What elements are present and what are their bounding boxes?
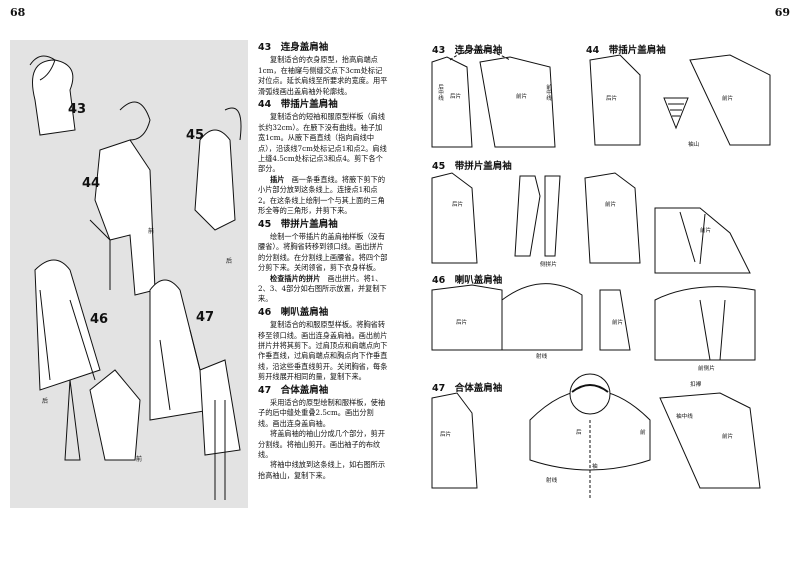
label-front-piece-46: 前片 — [612, 320, 624, 326]
label-back-piece-43: 后片 — [450, 94, 462, 100]
section-title-43: 43 连身盖肩袖 — [258, 42, 329, 53]
subbody-44: 画一条垂直线。将腋下剪下的小片部分放到这条线上。连接点1和点2。在这条线上绘制一… — [258, 174, 386, 216]
label-back-piece-45: 后片 — [452, 202, 464, 208]
subheading-44: 插片 — [270, 174, 285, 184]
section-body-46: 复制适合的和服原型样板。将胸省转移至领口线。画出连身盖肩袖。画出前片拼片并将其剪… — [258, 320, 388, 382]
pattern-heading-47: 47 合体盖肩袖 — [432, 383, 503, 394]
section-body-45: 绘制一个带插片的盖肩袖样板（没有腰省）。将胸省转移到领口线。画出拼片的分割线。在… — [258, 231, 388, 273]
section-body-47c: 将袖中线放到这条线上，如右图所示抬高袖山，复制下来。 — [258, 460, 386, 480]
page-number-right: 69 — [774, 6, 790, 19]
label-side-panel-45: 侧拼片 — [540, 262, 557, 268]
section-body-44: 复制适合的短袖和服原型样板（肩线长约32cm）。在腋下没有曲线。袖子加宽1cm。… — [258, 112, 387, 174]
fashion-sketches — [29, 55, 242, 500]
label-buttonhole-47: 扣襻 — [690, 382, 702, 388]
pattern-heading-45: 45 带拼片盖肩袖 — [432, 161, 512, 172]
label-front-piece-45b: 前片 — [700, 228, 712, 234]
section-title-45: 45 带拼片盖肩袖 — [258, 218, 338, 230]
label-back-piece-46: 后片 — [456, 320, 468, 326]
pattern-heading-43: 43 连身盖肩袖 — [432, 45, 503, 56]
label-sleeve-gusset-44: 袖山 — [688, 142, 700, 148]
pattern-heading-46: 46 喇叭盖肩袖 — [432, 275, 503, 286]
section-title-47: 47 合体盖肩袖 — [258, 384, 329, 396]
label-cb-43: 后中线 — [437, 84, 443, 101]
section-body-47: 采用适合的原型绘制和服样板，使袖子的后中缝处重叠2.5cm。画出分割线。画出连身… — [258, 398, 386, 428]
label-back-47: 后 — [576, 430, 582, 436]
label-front: 前 — [148, 228, 155, 235]
section-body-47b: 将盖肩袖的袖山分成几个部分，剪开分割线。将袖山剪开。画出袖子的布纹线。 — [258, 429, 386, 460]
subbody-45: 画出拼片。将1、2、3、4部分如右图所示放置，并复制下来。 — [258, 273, 387, 304]
label-sleeve-47: 袖 — [592, 464, 598, 470]
label-front-side-46: 前侧片 — [698, 366, 715, 372]
subheading-45: 检查插片的拼片 — [270, 273, 321, 283]
figure-number-46: 46 — [90, 312, 109, 327]
fashion-illustration-panel: 43 44 45 46 47 后 前 前 后 — [10, 40, 248, 508]
figure-number-44: 44 — [82, 176, 101, 191]
figure-number-43: 43 — [68, 102, 87, 117]
label-front-47: 前 — [640, 430, 646, 436]
label-shoot-47: 射线 — [546, 478, 558, 484]
label-front-2: 前 — [136, 456, 143, 463]
section-body-43: 复制适合的衣身原型，抬高肩端点1cm，在袖窿与侧缝交点下3cm处标记对位点。延长… — [258, 55, 388, 96]
figure-number-45: 45 — [186, 128, 205, 143]
label-front-piece-45: 前片 — [605, 202, 617, 208]
figure-number-47: 47 — [196, 310, 215, 325]
label-back-2: 后 — [226, 258, 233, 265]
label-back-piece-44: 后片 — [606, 96, 618, 102]
section-title-46: 46 喇叭盖肩袖 — [258, 306, 329, 318]
label-shoot-46: 射线 — [536, 354, 548, 360]
label-front-piece-43: 前片 — [516, 94, 528, 100]
label-front-piece-44: 前片 — [722, 96, 734, 102]
pattern-heading-44: 44 带插片盖肩袖 — [586, 45, 666, 56]
label-back: 后 — [42, 398, 49, 405]
label-cf-43: 前中线 — [545, 84, 551, 101]
page-number-left: 68 — [10, 6, 26, 19]
section-title-44: 44 带插片盖肩袖 — [258, 99, 338, 111]
label-back-piece-47: 后片 — [440, 432, 452, 438]
instruction-text: 43 连身盖肩袖 复制适合的衣身原型，抬高肩端点1cm，在袖窿与侧缝交点下3cm… — [258, 40, 388, 481]
label-sleeve-center-47: 袖中线 — [676, 414, 693, 420]
label-front-piece-47: 前片 — [722, 434, 734, 440]
